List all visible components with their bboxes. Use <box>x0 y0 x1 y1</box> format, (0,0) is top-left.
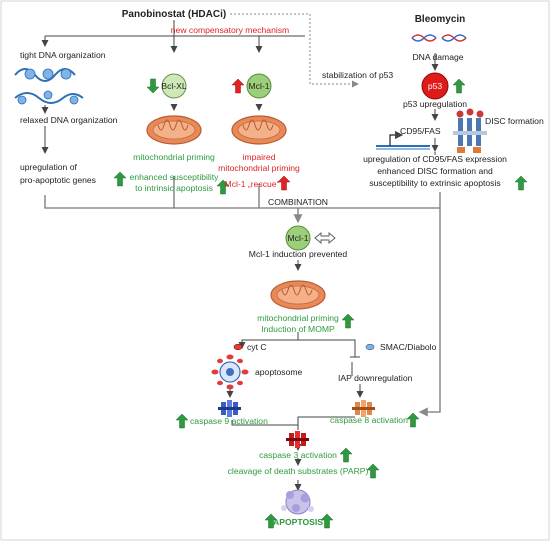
caspase3-label: caspase 3 activation <box>259 450 337 460</box>
stabilization-p53-label: stabilization of p53 <box>322 70 393 80</box>
up-red-arrow-icon <box>277 175 291 191</box>
double-arrow-icon <box>314 232 336 244</box>
down-arrow-icon <box>146 78 160 94</box>
cytc-icon <box>233 343 243 351</box>
dotted-connector <box>230 13 359 88</box>
up-arrow-icon <box>366 463 380 479</box>
mito-priming-label-2: mitochondrial priming <box>257 313 339 323</box>
mitochondrion-icon <box>270 280 326 310</box>
p53-node <box>421 72 449 100</box>
caspase9-icon <box>218 400 241 417</box>
caspase8-icon <box>352 400 375 417</box>
relaxed-dna-label: relaxed DNA organization <box>20 115 118 125</box>
mitochondrion-icon <box>146 115 202 145</box>
connector-line <box>231 420 298 426</box>
gene-promoter-icon <box>376 130 430 150</box>
mcl1-node <box>246 73 272 99</box>
dna-damage-icon <box>411 34 467 42</box>
caspase9-label: caspase 9 activation <box>190 416 268 426</box>
cd95-upregulation-label-3: susceptibility to extrinsic apoptosis <box>369 178 500 188</box>
mcl1-prevented-label: Mcl-1 induction prevented <box>249 249 348 259</box>
smac-label: SMAC/Diabolo <box>380 342 437 352</box>
mcl1-label-combination: Mcl-1 <box>287 233 308 243</box>
disc-formation-label: DISC formation <box>485 116 544 126</box>
caspase3-icon <box>286 431 309 448</box>
up-arrow-icon <box>452 78 466 94</box>
up-arrow-icon <box>406 412 420 428</box>
apoptotic-cell-icon <box>281 489 314 515</box>
cd95-upregulation-label-2: enhanced DISC formation and <box>377 166 493 176</box>
mcl1-node-combination <box>285 225 311 251</box>
caspase8-label: caspase 8 activation <box>330 415 408 425</box>
p53-upregulation-label: p53 upregulation <box>403 99 467 109</box>
up-arrow-icon <box>113 171 127 187</box>
impaired-label-1: impaired <box>243 152 276 162</box>
enhanced-susceptibility-label-1: enhanced susceptibility <box>130 172 220 182</box>
combination-line <box>418 208 441 417</box>
bleomycin-title: Bleomycin <box>415 14 466 25</box>
dna-relaxed-icon <box>14 90 84 105</box>
smac-icon <box>365 343 375 351</box>
connector-line <box>298 339 356 357</box>
connector-line <box>238 332 299 349</box>
apoptosome-label: apoptosome <box>255 367 303 377</box>
apoptosome-icon <box>211 354 249 390</box>
disc-complex-icon <box>453 108 487 153</box>
dna-damage-label: DNA damage <box>412 52 463 62</box>
up-arrow-icon <box>175 413 189 429</box>
connector-line <box>297 416 355 430</box>
cleavage-label: cleavage of death substrates (PARP) <box>228 466 369 476</box>
p53-label: p53 <box>428 81 443 91</box>
up-arrow-icon <box>341 313 355 329</box>
hdaci-title: Panobinostat (HDACi) <box>122 9 226 20</box>
combination-label: COMBINATION <box>268 197 328 207</box>
dna-coil-icon <box>14 68 76 82</box>
momp-label: Induction of MOMP <box>261 324 335 334</box>
apoptosis-label: APOPTOSIS <box>273 517 323 527</box>
up-arrow-icon <box>339 447 353 463</box>
cd95-upregulation-label-1: upregulation of CD95/FAS expression <box>363 154 507 164</box>
upregulation-label-1: upregulation of <box>20 162 77 172</box>
combination-line <box>44 195 440 209</box>
impaired-label-2: mitochondrial priming <box>218 163 300 173</box>
tight-dna-label: tight DNA organization <box>20 50 106 60</box>
cytc-label: cyt C <box>247 342 267 352</box>
up-arrow-icon <box>514 175 528 191</box>
enhanced-susceptibility-label-2: to intrinsic apoptosis <box>135 183 213 193</box>
up-red-arrow-icon <box>231 78 245 94</box>
cd95fas-gene-label: CD95/FAS <box>400 126 441 136</box>
mitochondrion-icon <box>231 115 287 145</box>
upregulation-label-2: pro-apoptotic genes <box>20 175 96 185</box>
mito-priming-label: mitochondrial priming <box>133 152 215 162</box>
new-mechanism-label: new compensatory mechanism <box>171 25 289 35</box>
mcl1-label: Mcl-1 <box>248 81 269 91</box>
mcl1-rescue-label: Mcl-1 „rescue“ <box>225 179 280 189</box>
iap-label: IAP downregulation <box>338 373 413 383</box>
bclxl-label: Bcl-XL <box>161 81 187 91</box>
bclxl-node <box>161 73 187 99</box>
